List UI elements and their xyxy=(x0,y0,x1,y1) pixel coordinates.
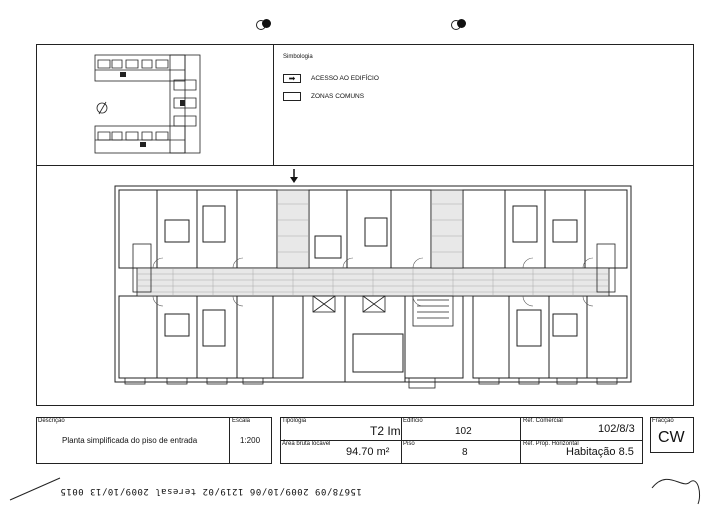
north-symbol xyxy=(96,101,108,115)
floor-plan-drawing xyxy=(114,185,632,389)
fraccao-value: CW xyxy=(658,429,685,446)
fraccao-label: Fracção xyxy=(652,418,674,424)
ref-prop-value: Habitação 8.5 xyxy=(566,446,634,458)
area-value: 94.70 m² xyxy=(346,446,390,458)
tipologia-value: T2 Im xyxy=(370,424,401,438)
descricao-value: Planta simplificada do piso de entrada xyxy=(62,436,198,445)
legend-title: Simbologia xyxy=(283,54,313,60)
tipologia-label: Tipologia xyxy=(282,418,307,424)
escala-value: 1:200 xyxy=(240,436,261,445)
legend-item-acesso: ➡ ACESSO AO EDIFÍCIO xyxy=(283,74,379,83)
legend-item-label: ACESSO AO EDIFÍCIO xyxy=(311,75,379,82)
fraccao-box xyxy=(650,417,694,453)
edificio-label: Edifício xyxy=(403,418,423,424)
descricao-box xyxy=(36,417,272,464)
frame-divider xyxy=(36,165,694,166)
blank-box-icon xyxy=(283,92,301,101)
area-label: Área bruta locável xyxy=(282,441,331,447)
ref-comercial-value: 102/8/3 xyxy=(598,423,635,435)
escala-label: Escala xyxy=(232,418,251,424)
piso-label: Piso xyxy=(403,441,415,447)
handwritten-marks xyxy=(9,477,701,505)
legend-item-label: ZONAS COMUNS xyxy=(311,93,365,100)
descricao-label: Descrição xyxy=(38,418,65,424)
ref-prop-label: Ref. Prop. Horizontal xyxy=(523,441,579,447)
ref-comercial-label: Ref. Comercial xyxy=(523,418,563,424)
arrow-right-icon: ➡ xyxy=(283,74,301,83)
entrance-arrow-icon xyxy=(290,169,298,183)
binder-hole-right xyxy=(451,18,466,30)
piso-value: 8 xyxy=(462,447,468,458)
edificio-value: 102 xyxy=(455,426,472,437)
binder-hole-left xyxy=(256,18,271,30)
legend-item-zonas: ZONAS COMUNS xyxy=(283,92,364,101)
registration-stamp: 15678/09 2009/10/06 1219/02 teresal 2009… xyxy=(60,486,362,496)
plan-frame xyxy=(36,44,694,406)
key-plan-thumbnail xyxy=(94,54,201,154)
legend-divider xyxy=(273,44,274,165)
